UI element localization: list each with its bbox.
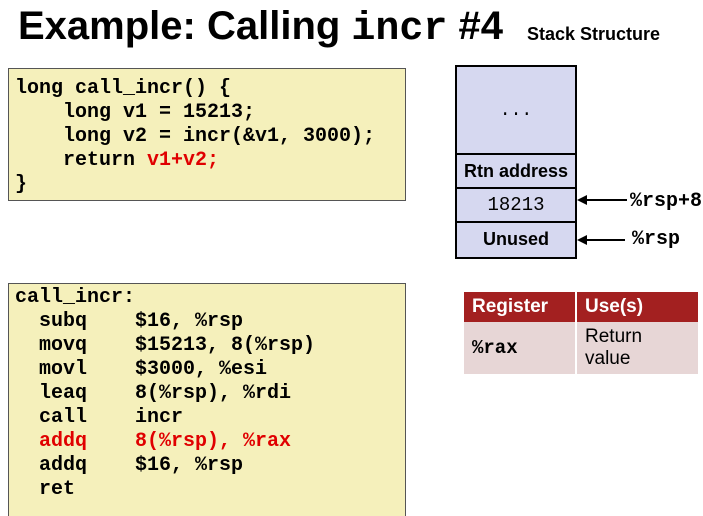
asm-opcode: addq <box>15 454 136 477</box>
register-cell: %rax <box>464 322 577 374</box>
asm-instruction-highlighted: addq 8(%rsp), %rax <box>15 430 405 454</box>
asm-operands: $16, %rsp <box>135 454 244 477</box>
c-source-code-box: long call_incr() { long v1 = 15213; long… <box>8 68 406 201</box>
register-table-header-row: Register Use(s) <box>464 292 698 322</box>
asm-opcode: leaq <box>15 382 136 405</box>
use-cell: Return value <box>576 322 698 374</box>
asm-instruction: movl $3000, %esi <box>15 358 405 382</box>
uses-column-header: Use(s) <box>576 292 698 322</box>
asm-operands: $3000, %esi <box>135 358 268 381</box>
title-function-name: incr <box>351 7 448 52</box>
rsp-label: %rsp <box>632 228 681 251</box>
title-suffix: #4 <box>447 4 504 48</box>
asm-opcode: subq <box>15 310 136 333</box>
c-code-line: long v2 = incr(&v1, 3000); <box>15 125 376 148</box>
asm-operands: 8(%rsp), %rdi <box>135 382 292 405</box>
rsp-arrow-icon <box>577 235 625 245</box>
asm-opcode: call <box>15 406 136 429</box>
c-code-closing-brace: } <box>15 173 28 196</box>
return-keyword: return <box>15 149 148 172</box>
stack-cell-ellipsis: ... <box>457 67 575 155</box>
stack-structure-heading: Stack Structure <box>527 24 661 44</box>
asm-instruction-list: subq $16, %rsp movq $15213, 8(%rsp) movl… <box>15 310 405 502</box>
asm-operands: $15213, 8(%rsp) <box>135 334 316 357</box>
asm-instruction: ret <box>15 478 405 502</box>
asm-instruction: movq $15213, 8(%rsp) <box>15 334 405 358</box>
stack-cell-return-address: Rtn address <box>457 155 575 189</box>
table-row: %rax Return value <box>464 322 698 374</box>
asm-instruction: call incr <box>15 406 405 430</box>
c-code-line: long call_incr() { <box>15 77 232 100</box>
c-code-line: long v1 = 15213; <box>15 101 256 124</box>
c-code-line-return: return v1+v2; <box>15 149 405 173</box>
asm-operands: $16, %rsp <box>135 310 244 333</box>
asm-opcode: movl <box>15 358 136 381</box>
asm-operands: incr <box>135 406 184 429</box>
stack-cell-value: 18213 <box>457 189 575 223</box>
stack-diagram: ... Rtn address 18213 Unused <box>455 65 577 259</box>
page-title: Example: Calling incr #4 <box>18 0 503 56</box>
asm-opcode: movq <box>15 334 136 357</box>
asm-instruction: subq $16, %rsp <box>15 310 405 334</box>
asm-instruction: leaq 8(%rsp), %rdi <box>15 382 405 406</box>
asm-instruction: addq $16, %rsp <box>15 454 405 478</box>
stack-cell-unused: Unused <box>457 223 575 257</box>
asm-opcode: ret <box>15 478 76 501</box>
title-prefix: Example: Calling <box>18 4 352 48</box>
assembly-code-box: call_incr: subq $16, %rsp movq $15213, 8… <box>8 283 406 516</box>
asm-label: call_incr: <box>15 286 136 309</box>
asm-operands: 8(%rsp), %rax <box>135 430 292 453</box>
asm-opcode: addq <box>15 430 136 453</box>
register-table: Register Use(s) %rax Return value <box>464 292 698 374</box>
return-expression: v1+v2; <box>147 149 220 172</box>
register-column-header: Register <box>464 292 577 322</box>
rsp-plus-8-label: %rsp+8 <box>630 190 703 213</box>
rsp-plus-8-arrow-icon <box>577 195 627 205</box>
